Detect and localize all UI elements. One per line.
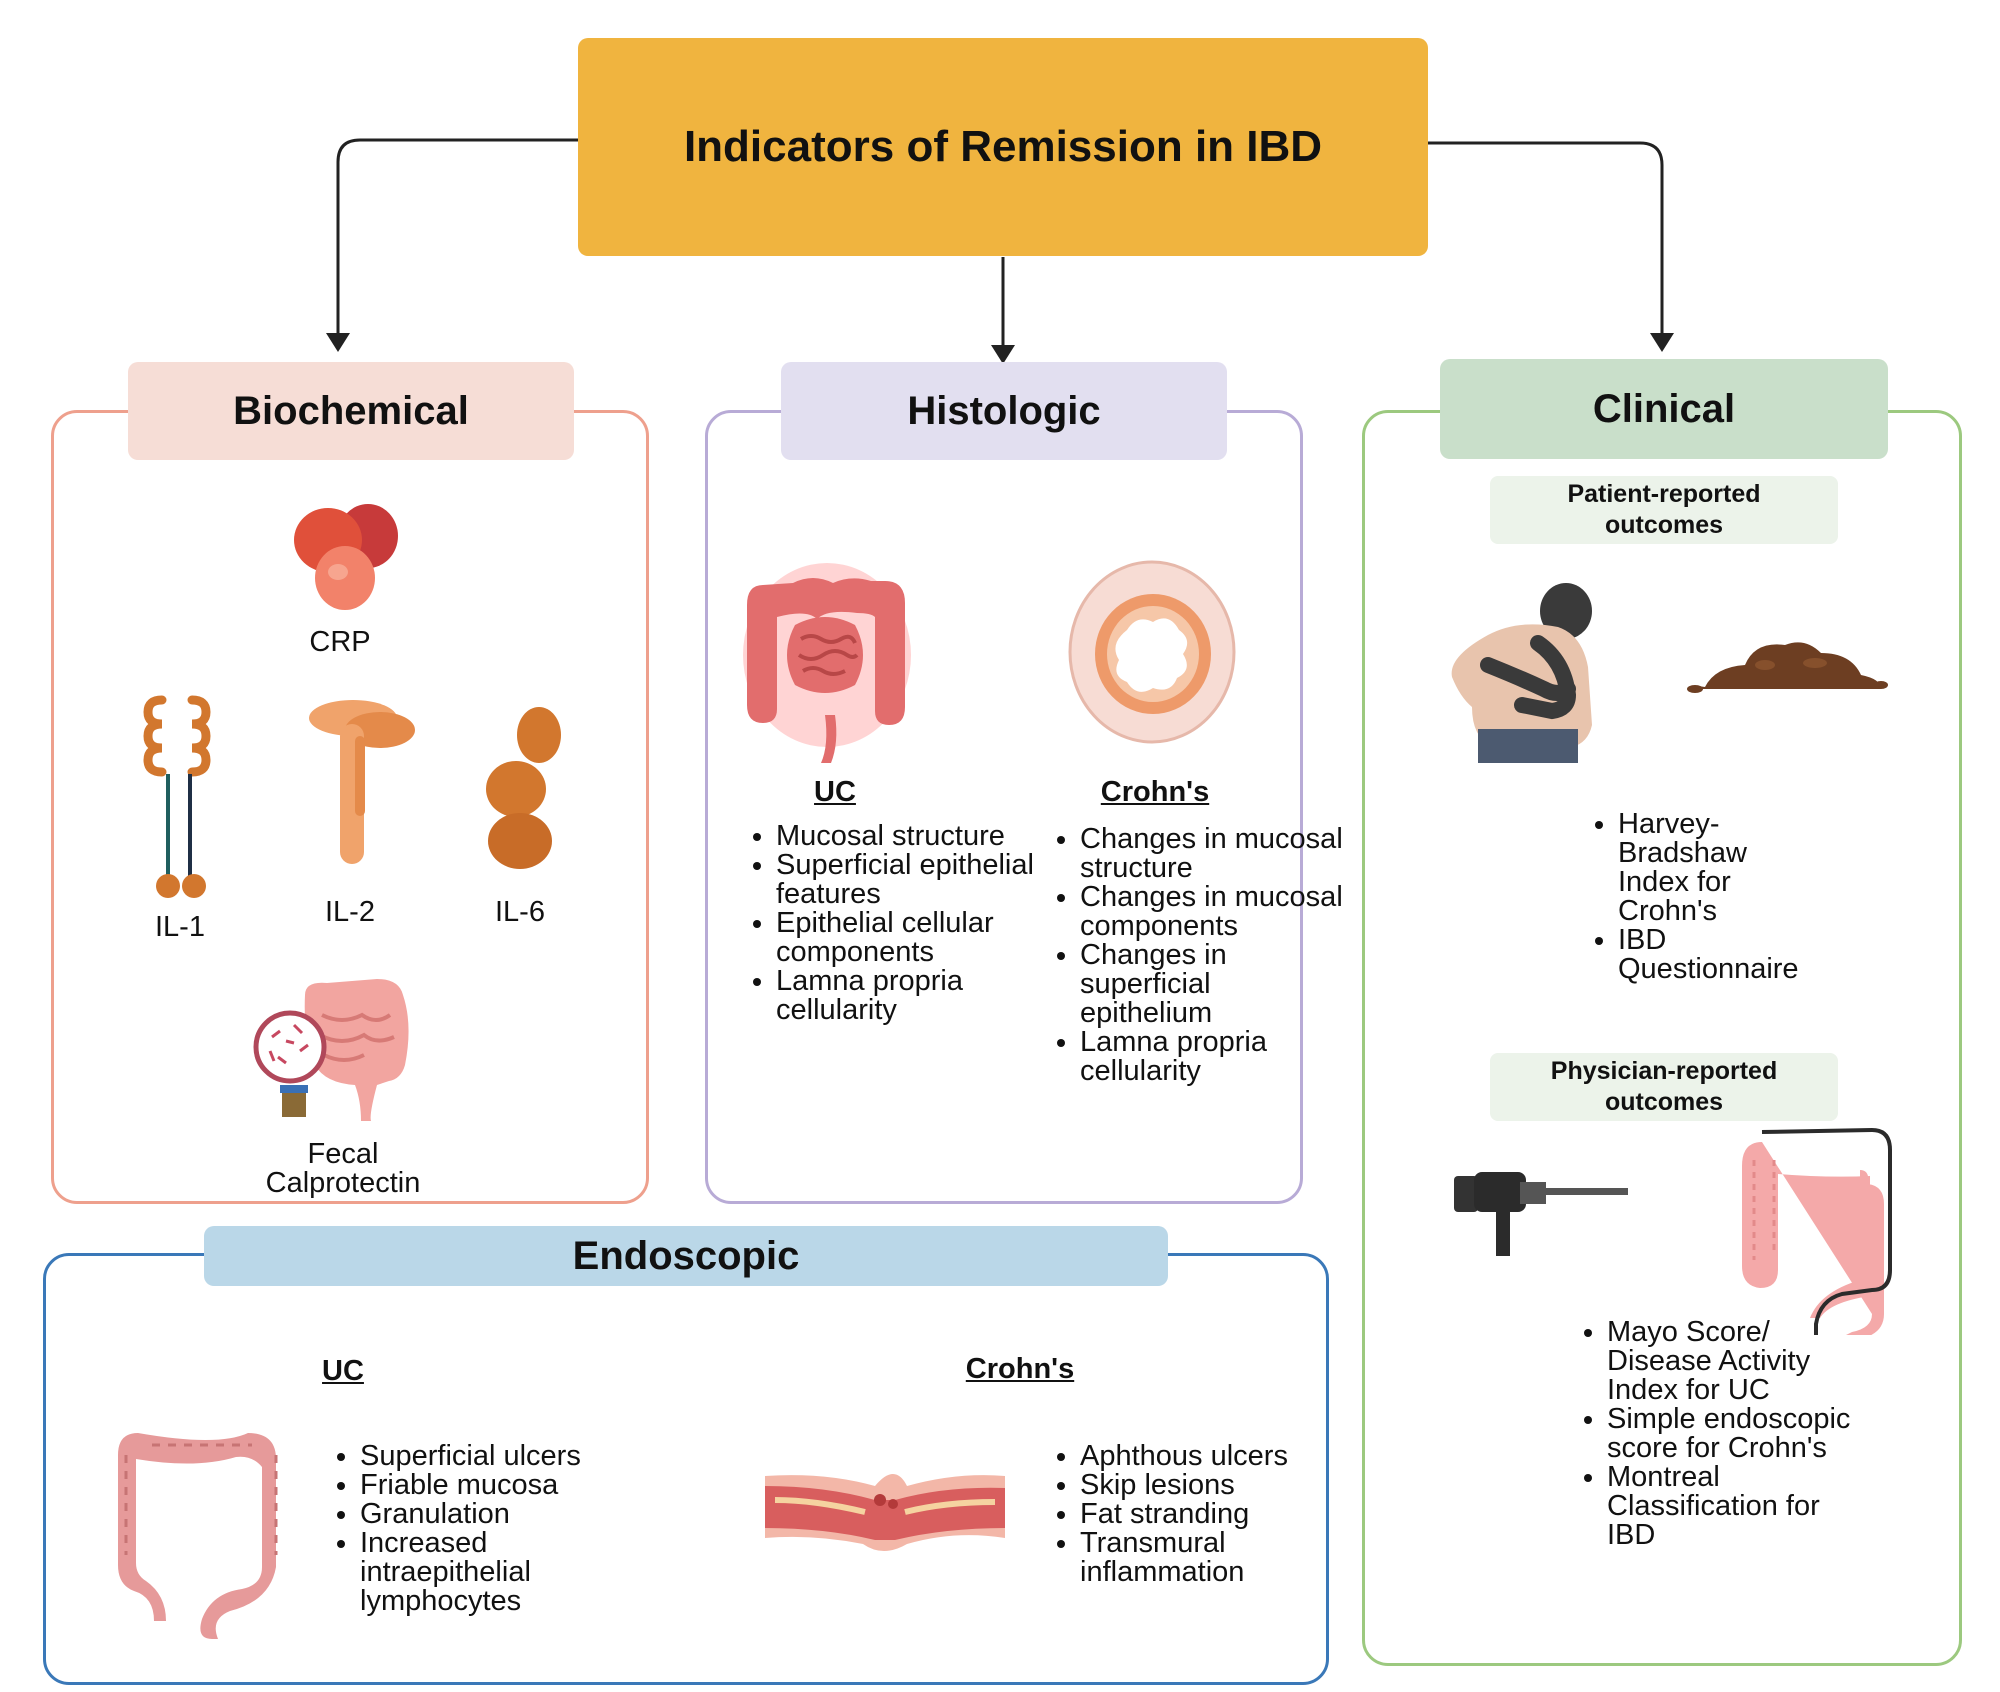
- physician-reported-list: Mayo Score/ Disease Activity Index for U…: [1561, 1318, 1867, 1550]
- histologic-crohns-title: Crohn's: [1100, 776, 1210, 808]
- list-item: Harvey-Bradshaw Index for Crohn's: [1618, 810, 1818, 926]
- endoscope-icon: [1454, 1172, 1628, 1256]
- histologic-header: Histologic: [781, 362, 1227, 460]
- list-item: Superficial epithelial features: [776, 851, 1056, 909]
- list-item: Transmural inflammation: [1080, 1529, 1360, 1587]
- list-item: Superficial ulcers: [360, 1442, 660, 1471]
- colon-cross-section-icon: [1068, 560, 1236, 744]
- endoscopic-crohns-title: Crohn's: [965, 1353, 1075, 1385]
- list-item: Changes in mucosal structure: [1080, 825, 1350, 883]
- crp-label: CRP: [309, 626, 371, 658]
- colonoscopy-colon-icon: [1742, 1127, 1892, 1335]
- list-item: Lamna propria cellularity: [776, 967, 1056, 1025]
- list-item: Aphthous ulcers: [1080, 1442, 1360, 1471]
- fecal-calprotectin-icon: [253, 979, 409, 1121]
- il1-receptor-icon: [143, 695, 211, 898]
- list-item: Lamna propria cellularity: [1080, 1028, 1350, 1086]
- inflamed-colon-icon: [743, 563, 911, 763]
- il6-protein-icon: [486, 707, 561, 869]
- list-item: Montreal Classification for IBD: [1607, 1463, 1867, 1550]
- list-item: Changes in superficial epithelium: [1080, 941, 1350, 1028]
- list-item: Fat stranding: [1080, 1500, 1360, 1529]
- list-item: Granulation: [360, 1500, 660, 1529]
- il2-label: IL-2: [325, 896, 375, 928]
- histologic-uc-title: UC: [814, 776, 856, 808]
- crp-cell-icon: [294, 504, 398, 610]
- list-item: Mayo Score/ Disease Activity Index for U…: [1607, 1318, 1867, 1405]
- list-item: Mucosal structure: [776, 822, 1056, 851]
- list-item: Simple endoscopic score for Crohn's: [1607, 1405, 1867, 1463]
- endoscopic-uc-title: UC: [322, 1355, 364, 1387]
- histologic-crohns-list: Changes in mucosal structure Changes in …: [1034, 825, 1350, 1086]
- list-item: Friable mucosa: [360, 1471, 660, 1500]
- endoscopic-uc-list: Superficial ulcers Friable mucosa Granul…: [314, 1442, 660, 1616]
- il2-protein-icon: [309, 700, 415, 864]
- patient-reported-list: Harvey-Bradshaw Index for Crohn's IBD Qu…: [1572, 810, 1818, 984]
- list-item: Changes in mucosal components: [1080, 883, 1350, 941]
- abdominal-pain-person-icon: [1451, 583, 1592, 763]
- list-item: Increased intraepithelial lymphocytes: [360, 1529, 660, 1616]
- il6-label: IL-6: [495, 896, 545, 928]
- clinical-header: Clinical: [1440, 359, 1888, 459]
- endoscopic-header: Endoscopic: [204, 1226, 1168, 1286]
- uc-colon-icon: [118, 1433, 278, 1639]
- clinical-panel: [1362, 410, 1962, 1666]
- stool-icon: [1687, 642, 1888, 693]
- endoscopic-crohns-list: Aphthous ulcers Skip lesions Fat strandi…: [1034, 1442, 1360, 1587]
- diagram-title: Indicators of Remission in IBD: [683, 122, 1323, 171]
- list-item: Skip lesions: [1080, 1471, 1360, 1500]
- biochemical-header: Biochemical: [128, 362, 574, 460]
- histologic-uc-list: Mucosal structure Superficial epithelial…: [730, 822, 1056, 1025]
- endoscopic-panel: [43, 1253, 1329, 1685]
- fecal-calprotectin-label: Fecal Calprotectin: [265, 1138, 421, 1199]
- title-box: Indicators of Remission in IBD: [578, 38, 1428, 256]
- list-item: Epithelial cellular components: [776, 909, 1056, 967]
- histologic-panel: [705, 410, 1303, 1204]
- physician-reported-pill: Physician-reported outcomes: [1490, 1053, 1838, 1121]
- il1-label: IL-1: [155, 911, 205, 943]
- list-item: IBD Questionnaire: [1618, 926, 1818, 984]
- patient-reported-pill: Patient-reported outcomes: [1490, 476, 1838, 544]
- crohns-bowel-segment-icon: [765, 1474, 1005, 1551]
